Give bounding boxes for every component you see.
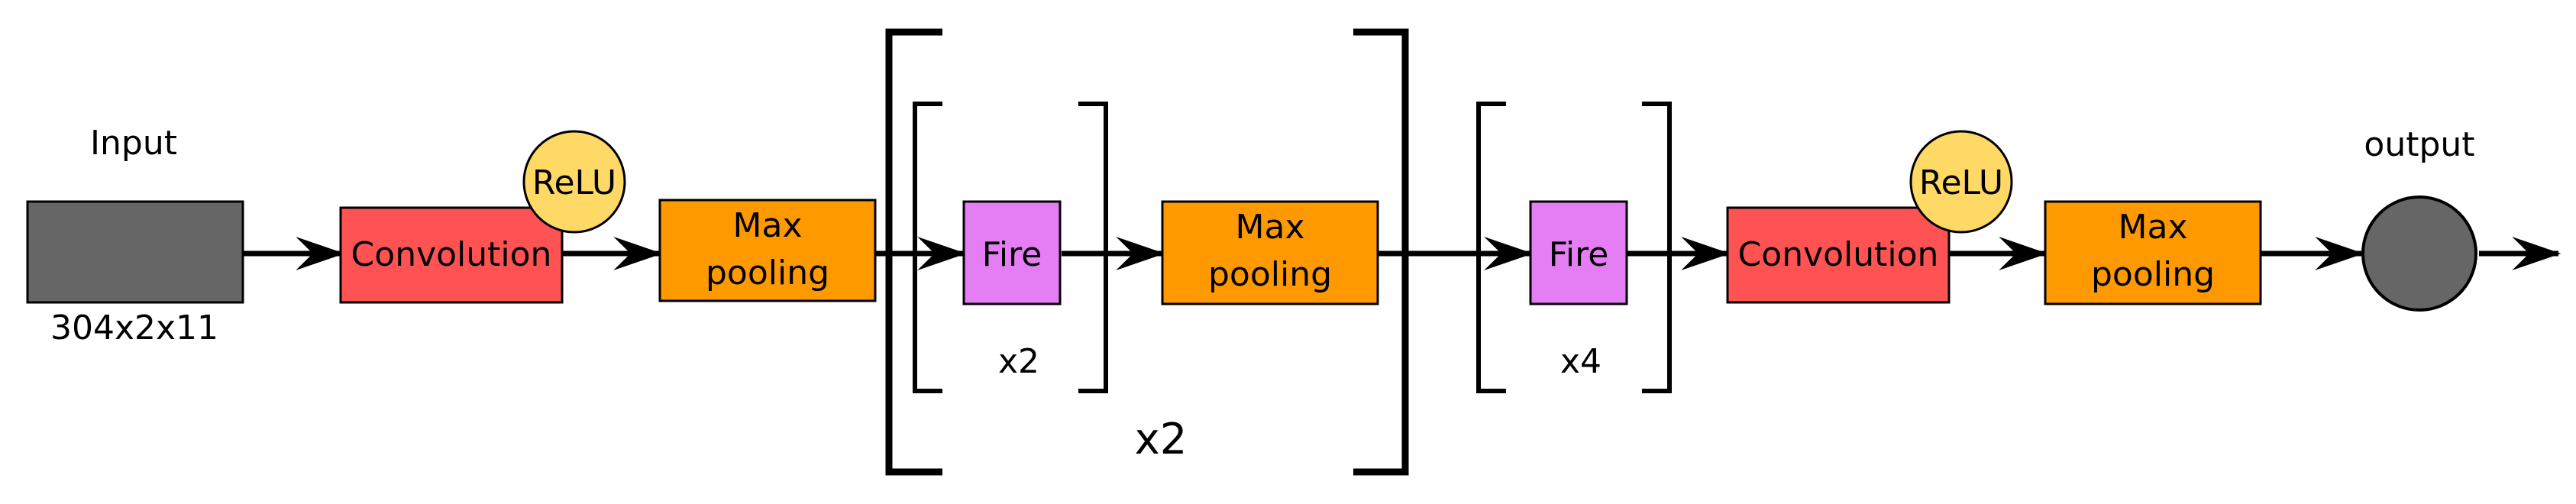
fire-block-2 [1529,200,1628,305]
fire1-bracket-right [1078,102,1108,393]
outer-bracket-left [885,28,942,476]
outer-repeat-label: x2 [1135,415,1188,464]
relu-label-2: ReLU [1919,163,2003,202]
max-pooling-label-1-line2: pooling [706,254,829,292]
convolution-label-2: Convolution [1738,235,1939,274]
relu-label-1: ReLU [532,163,616,202]
max-pooling-label-2-line1: Max [1236,208,1305,247]
max-pooling-block-3 [2044,200,2262,305]
max-pooling-block-1 [658,199,877,302]
input-label: Input [90,124,177,163]
fire-repeat-2: x4 [1560,342,1602,381]
max-pooling-label-1-line1: Max [733,206,803,245]
brackets [885,28,1672,476]
output-label: output [2364,125,2474,164]
convolution-label-1: Convolution [351,235,552,274]
outer-bracket-right [1353,28,1409,476]
max-pooling-block-2 [1161,200,1379,305]
relu-circle-1 [522,130,626,234]
relu-circle-2 [1909,130,2013,234]
input-dims: 304x2x11 [50,309,218,347]
output-node [2361,195,2477,312]
input-block [26,200,244,304]
max-pooling-label-3-line2: pooling [2091,255,2215,294]
fire1-bracket-left [913,102,942,393]
max-pooling-label-2-line2: pooling [1208,255,1332,294]
fire-label-2: Fire [1549,235,1609,274]
fire-repeat-1: x2 [998,342,1039,381]
fire2-bracket-left [1476,102,1506,393]
fire2-bracket-right [1642,102,1672,393]
max-pooling-label-3-line1: Max [2119,208,2188,247]
convolution-block-2 [1726,206,1951,304]
convolution-block-1 [339,206,564,304]
fire-block-1 [962,200,1062,305]
fire-label-1: Fire [982,235,1042,274]
